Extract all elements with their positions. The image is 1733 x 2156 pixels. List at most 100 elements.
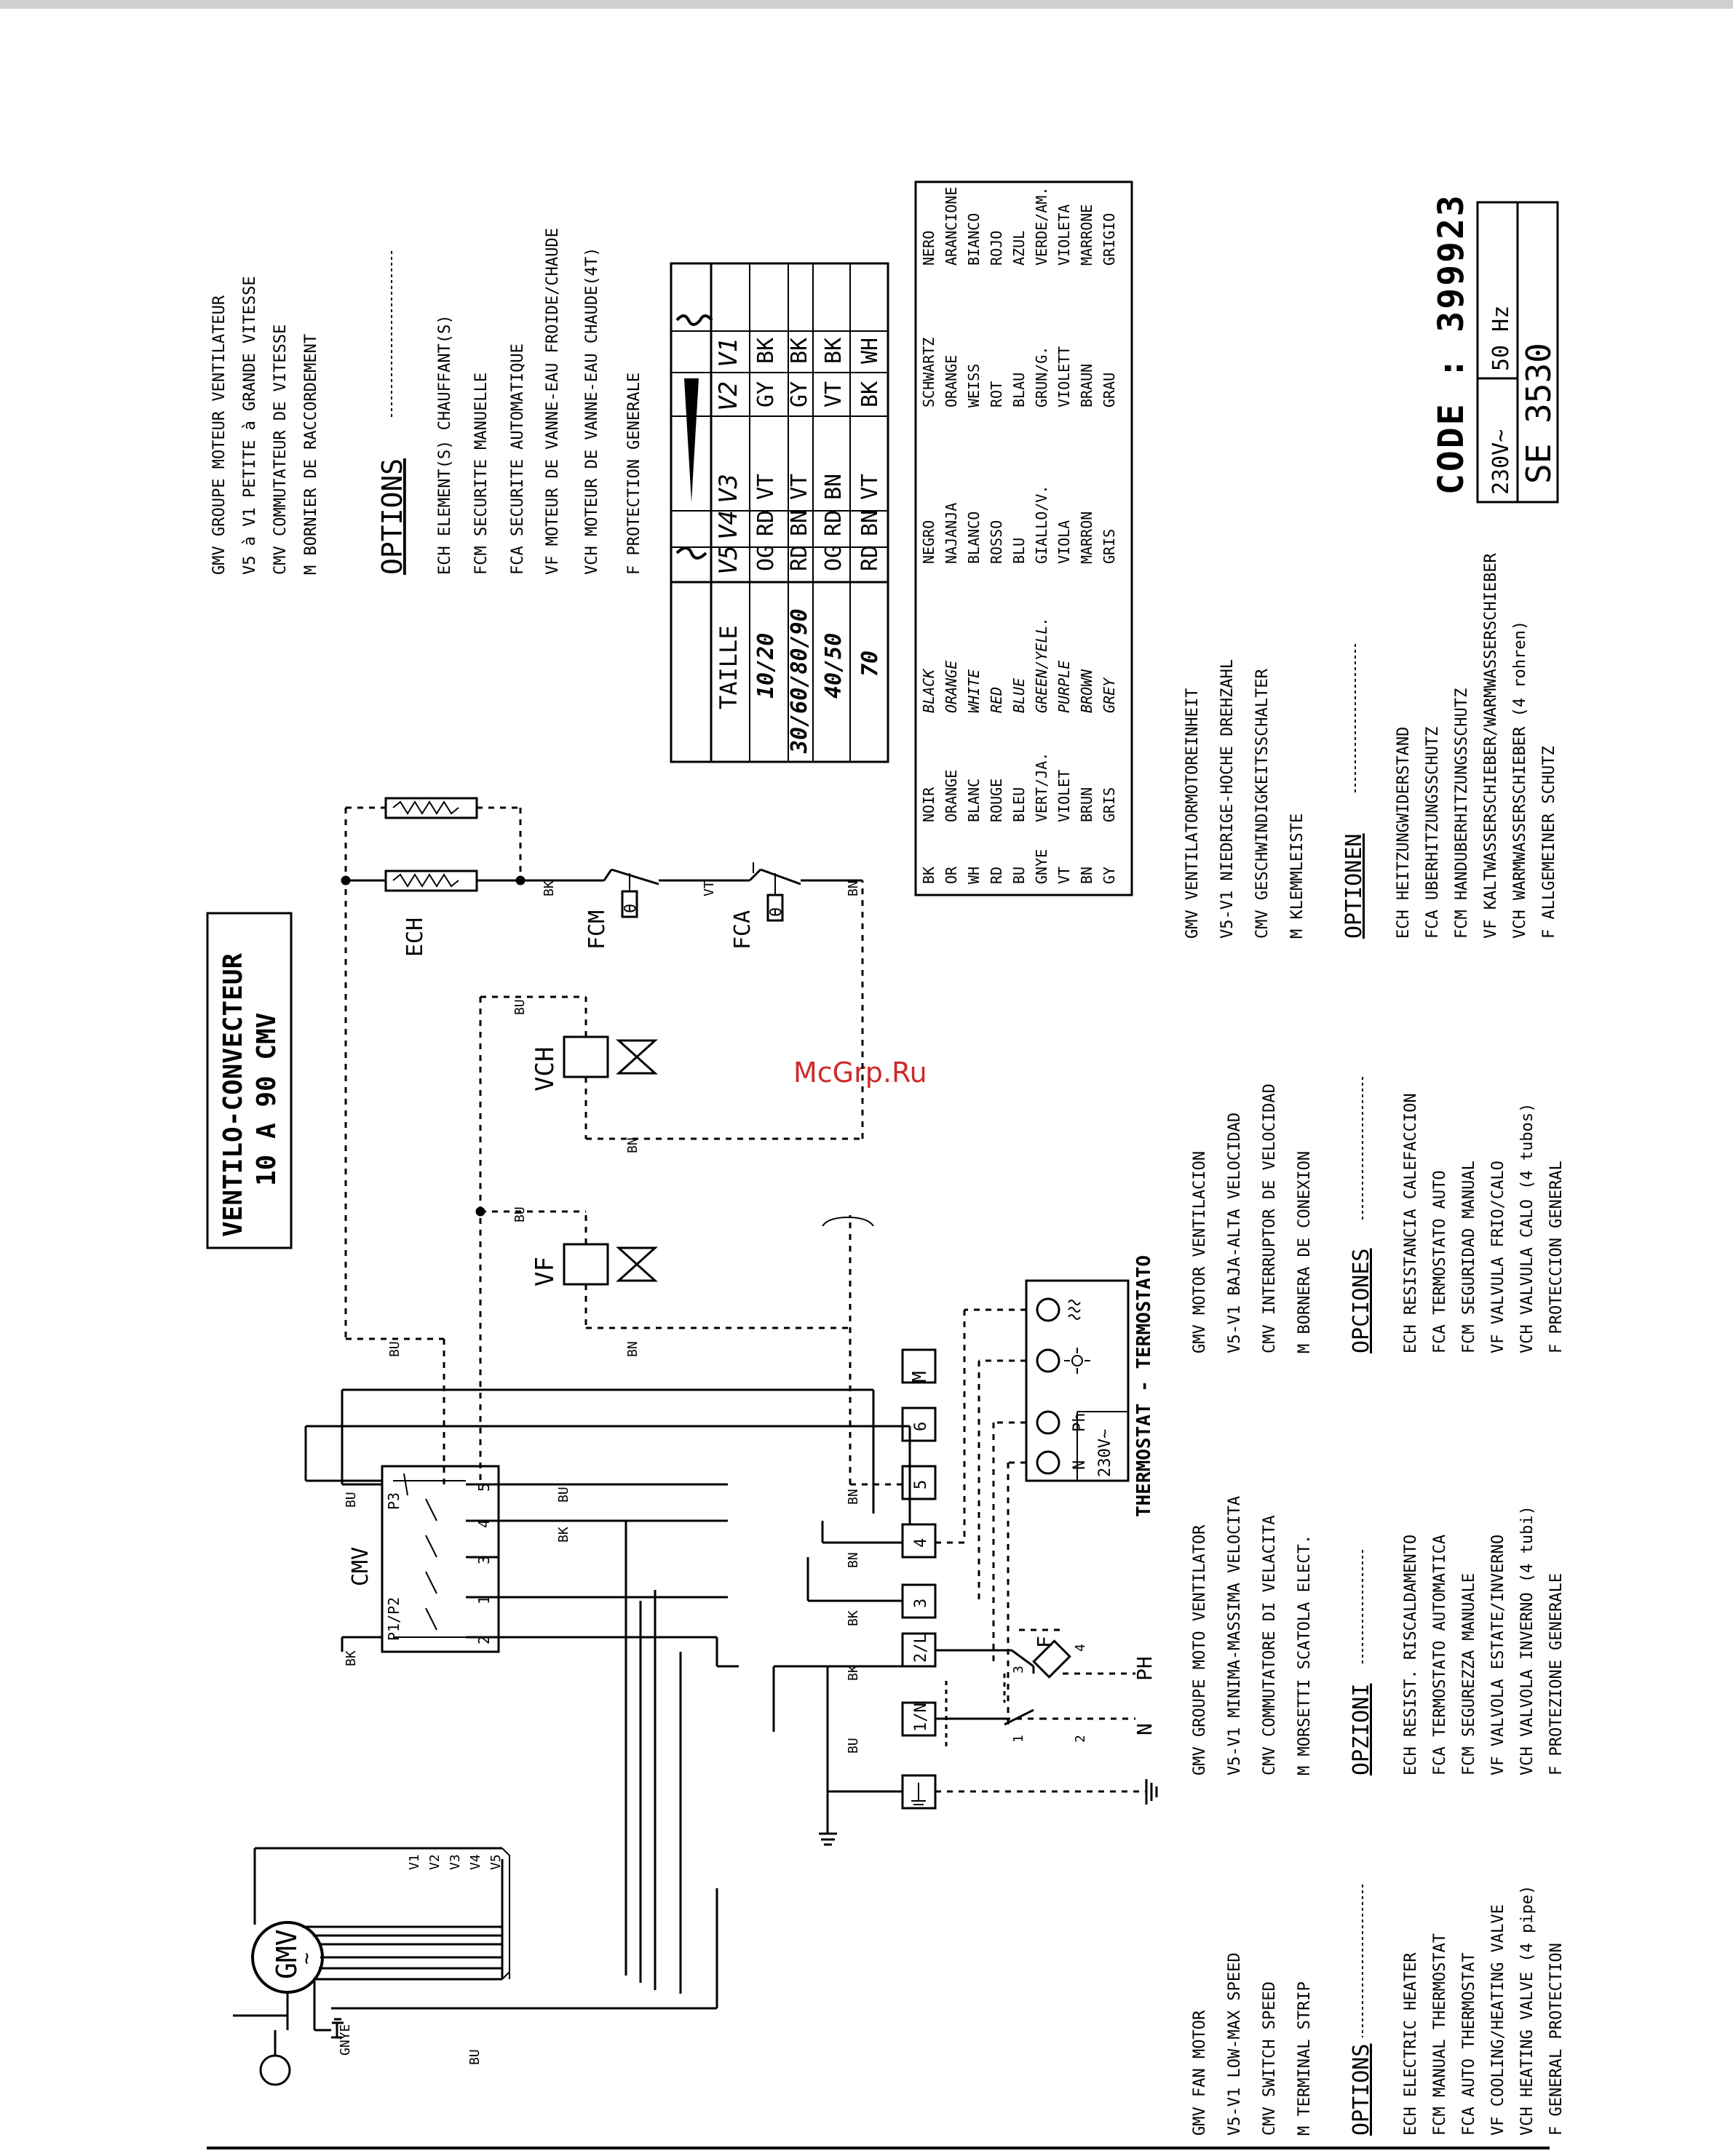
vf-valve-icon (616, 1246, 658, 1282)
color-table-en-cell: PURPLE (1055, 661, 1073, 713)
speed-table-cell: BK (821, 338, 846, 364)
legend-it-option: VF VALVOLA ESTATE/INVERNO (1489, 1535, 1507, 1775)
legend-it-line: V5-V1 MINIMA-MASSIMA VELOCITA (1226, 1496, 1244, 1775)
color-table-codes-cell: VT (1055, 867, 1073, 884)
ech-label: ECH (402, 918, 428, 957)
legend-en-option: FCM MANUAL THERMOSTAT (1431, 1933, 1449, 2136)
legend-de-line: V5-V1 NIEDRIGE-HOCHE DREHZAHL (1218, 659, 1237, 939)
speed-wire-label: V2 (427, 1854, 443, 1870)
code-number: CODE : 399923 (1431, 193, 1472, 495)
title-line-1: VENTILO-CONVECTEUR (218, 953, 248, 1237)
color-table-it-cell: MARRONE (1078, 204, 1095, 266)
color-table-de-cell: BRAUN (1078, 364, 1095, 407)
legend-en-line: V5-V1 LOW-MAX SPEED (1226, 1952, 1244, 2136)
color-table-it-cell: VERDE/AM. (1033, 187, 1050, 266)
color-table-es-cell: GIALLO/V. (1033, 485, 1050, 564)
speed-table-cell: BK (857, 381, 883, 407)
speed-table-cell: WH (857, 338, 883, 364)
color-table-codes-cell: GNYE (1033, 849, 1050, 884)
color-table-en-cell: RED (988, 687, 1005, 713)
sun-icon (1071, 1355, 1083, 1367)
legend-en-options-title: OPTIONS (1349, 2044, 1374, 2136)
speed-table-cell: 10/20 (753, 633, 779, 699)
speed-ramp-icon (684, 378, 699, 502)
color-table-en-cell: GREEN/YELL. (1033, 617, 1050, 713)
legend-fr-line: CMV COMMUTATEUR DE VITESSE (271, 325, 290, 575)
cmv-contact: 5 (475, 1483, 493, 1492)
color-table-en-cell: BLACK (920, 668, 937, 713)
color-table-es-cell: BLU (1010, 538, 1028, 564)
wire-tag-bk: BK (846, 1610, 861, 1626)
bottom-rule (207, 2147, 1550, 2149)
legend-fr-line: GMV GROUPE MOTEUR VENTILATEUR (210, 295, 229, 575)
fan-high-icon (675, 314, 713, 326)
terminal-label: 2/L (912, 1634, 930, 1663)
color-table-de-cell: SCHWARTZ (920, 338, 937, 407)
legend-it-option: VCH VALVOLA INVERNO (4 tubi) (1518, 1505, 1536, 1775)
code-block: CODE : 399923 230V~ 50 Hz SE 3530 (1431, 193, 1559, 504)
legend-es-line: CMV INTERRUPTOR DE VELOCIDAD (1261, 1083, 1279, 1353)
legend-it-line: M MORSETTI SCATOLA ELECT. (1296, 1535, 1314, 1775)
supply-ph-label: PH (1133, 1656, 1157, 1681)
legend-es-option: ECH RESISTANCIA CALEFACCION (1402, 1093, 1420, 1353)
wiring: GMV ~ GNYE (233, 797, 1158, 2086)
color-table-fr-cell: VERT/JA. (1033, 752, 1050, 822)
title-line-2: 10 A 90 CMV (252, 1013, 282, 1186)
legend-en-line: CMV SWITCH SPEED (1261, 1981, 1279, 2136)
speed-table-cell: VT (787, 474, 812, 500)
cmv-contact: 1 (475, 1596, 493, 1604)
speed-table-header: TAILLE (715, 625, 742, 709)
wire-tag-bn: BN (846, 880, 861, 896)
legend-it-option: F PROTEZIONE GENERALE (1547, 1573, 1566, 1775)
legend-fr-option: ECH ELEMENT(S) CHAUFFANT(S) (436, 314, 454, 575)
legend-de-line: GMV VENTILATORMOTOREINHEIT (1183, 688, 1202, 939)
speed-table-header: V3 (714, 474, 743, 504)
speed-table-header: V4 (714, 510, 743, 540)
color-table-it-cell: GRIGIO (1101, 213, 1118, 266)
legend-it-option: FCM SEGUREZZA MANUALE (1460, 1573, 1478, 1775)
color-table-de-cell: WEISS (965, 364, 983, 407)
motor-ac-label: ~ (294, 1952, 318, 1965)
legend-de-line: CMV GESCHWINDIGKEITSSCHALTER (1253, 668, 1272, 939)
wire-tag-bn: BN (625, 1137, 641, 1153)
color-table-it-cell: ARANCIONE (943, 187, 960, 266)
motor-label: GMV (271, 1929, 303, 1979)
wire-tag-bu: BU (556, 1487, 571, 1503)
thermostat-n-label: N (1071, 1460, 1089, 1470)
legend-en-option: VF COOLING/HEATING VALVE (1489, 1904, 1507, 2136)
color-table-es-cell: NEGRO (920, 520, 937, 564)
color-table-es-cell: NAJANJA (943, 503, 960, 564)
watermark: McGrp.Ru (793, 1057, 927, 1089)
legend-it-line: GMV GROUPE MOTO VENTILATOR (1191, 1524, 1209, 1775)
speed-table-cell: OG (753, 545, 779, 571)
legend-spanish: GMV MOTOR VENTILACION V5-V1 BAJA-ALTA VE… (1191, 1077, 1566, 1353)
vf-valve-coil (563, 1243, 609, 1286)
legend-it-options-title: OPZIONI (1349, 1684, 1374, 1775)
speed-table-cell: 70 (857, 651, 883, 677)
legend-de-option: F ALLGEMEINER SCHUTZ (1540, 746, 1558, 939)
terminal-label: 3 (912, 1599, 930, 1608)
speed-table-cell: OG (821, 545, 846, 571)
color-table-codes-cell: BU (1010, 867, 1028, 884)
speed-table-cell: RD (857, 545, 883, 571)
legend-es-option: FCA TERMOSTATO AUTO (1431, 1170, 1449, 1353)
cmv-contact: 3 (475, 1556, 493, 1564)
legend-de-option: VCH WARMWASSERSCHIEBER (4 rohren) (1511, 621, 1529, 939)
legend-es-option: F PROTECCION GENERAL (1547, 1161, 1566, 1353)
color-table-fr-cell: BLEU (1010, 787, 1028, 822)
legend-fr-line: M BORNIER DE RACCORDEMENT (302, 334, 320, 575)
speed-table-cell: RD (787, 545, 812, 571)
top-border (0, 0, 1733, 9)
color-table-codes-cell: OR (943, 866, 960, 884)
fan-low-icon (675, 546, 707, 560)
legend-es-option: VF VALVULA FRIO/CALO (1489, 1161, 1507, 1353)
legend-french: GMV GROUPE MOTEUR VENTILATEUR V5 à V1 PE… (210, 228, 643, 575)
legend-en-option: VCH HEATING VALVE (4 pipe) (1518, 1885, 1536, 2136)
color-table-it-cell: ROJO (988, 231, 1005, 266)
speed-table-cell: VT (857, 474, 883, 500)
wire-tag-bu: BU (467, 2049, 483, 2065)
vch-valve-icon (616, 1039, 658, 1075)
color-table-codes-cell: RD (988, 867, 1005, 884)
